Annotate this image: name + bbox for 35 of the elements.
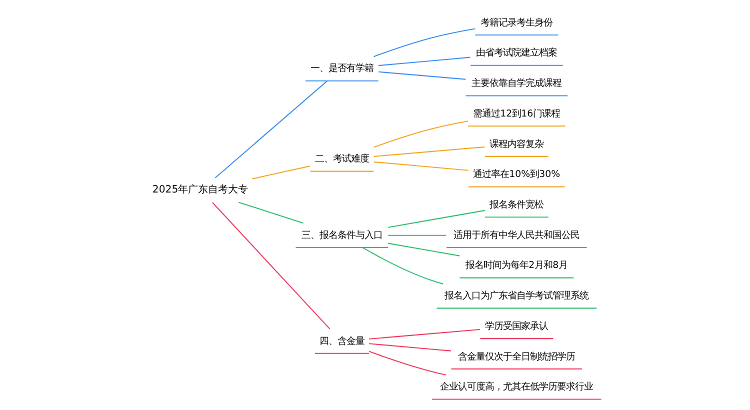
connector: [368, 343, 452, 352]
connector: [374, 146, 485, 157]
node-text: 报名条件宽松: [490, 199, 544, 210]
node-text: 课程内容复杂: [490, 138, 544, 150]
node-text: 一、是否有学籍: [310, 63, 374, 74]
node-text: 2025年广东自考大专: [152, 184, 248, 196]
connector: [212, 202, 330, 330]
connector: [368, 328, 480, 340]
connector: [374, 28, 476, 58]
node-text: 通过率在10%到30%: [473, 169, 560, 180]
connector: [378, 71, 466, 80]
connector: [388, 210, 486, 228]
connector: [238, 202, 304, 224]
connector: [362, 247, 444, 284]
node-text: 三、报名条件与入口: [301, 230, 382, 241]
node-text: 含金量仅次于全日制统招学历: [458, 351, 576, 362]
connector: [388, 234, 446, 236]
node-text: 需通过12到16门课程: [473, 108, 560, 120]
node-text: 主要依靠自学完成课程: [472, 78, 562, 90]
node-text: 报名入口为广东省自学考试管理系统: [444, 290, 589, 302]
node-text: 报名时间为每年2月和8月: [466, 260, 568, 272]
connector: [374, 120, 468, 148]
connector: [214, 80, 328, 178]
node-text: 适用于所有中华人民共和国公民: [454, 230, 580, 241]
node-text: 考籍记录考生身份: [480, 17, 553, 28]
node-text: 学历受国家承认: [485, 320, 548, 332]
connector: [252, 166, 310, 180]
node-text: 企业认可度高，尤其在低学历要求行业: [440, 382, 594, 393]
connector: [388, 242, 460, 256]
node-text: 四、含金量: [319, 336, 364, 347]
node-text: 二、考试难度: [314, 154, 369, 165]
node-text: 由省考试院建立档案: [476, 48, 558, 59]
connector: [378, 56, 470, 66]
connector: [368, 350, 446, 376]
connector: [374, 161, 468, 171]
